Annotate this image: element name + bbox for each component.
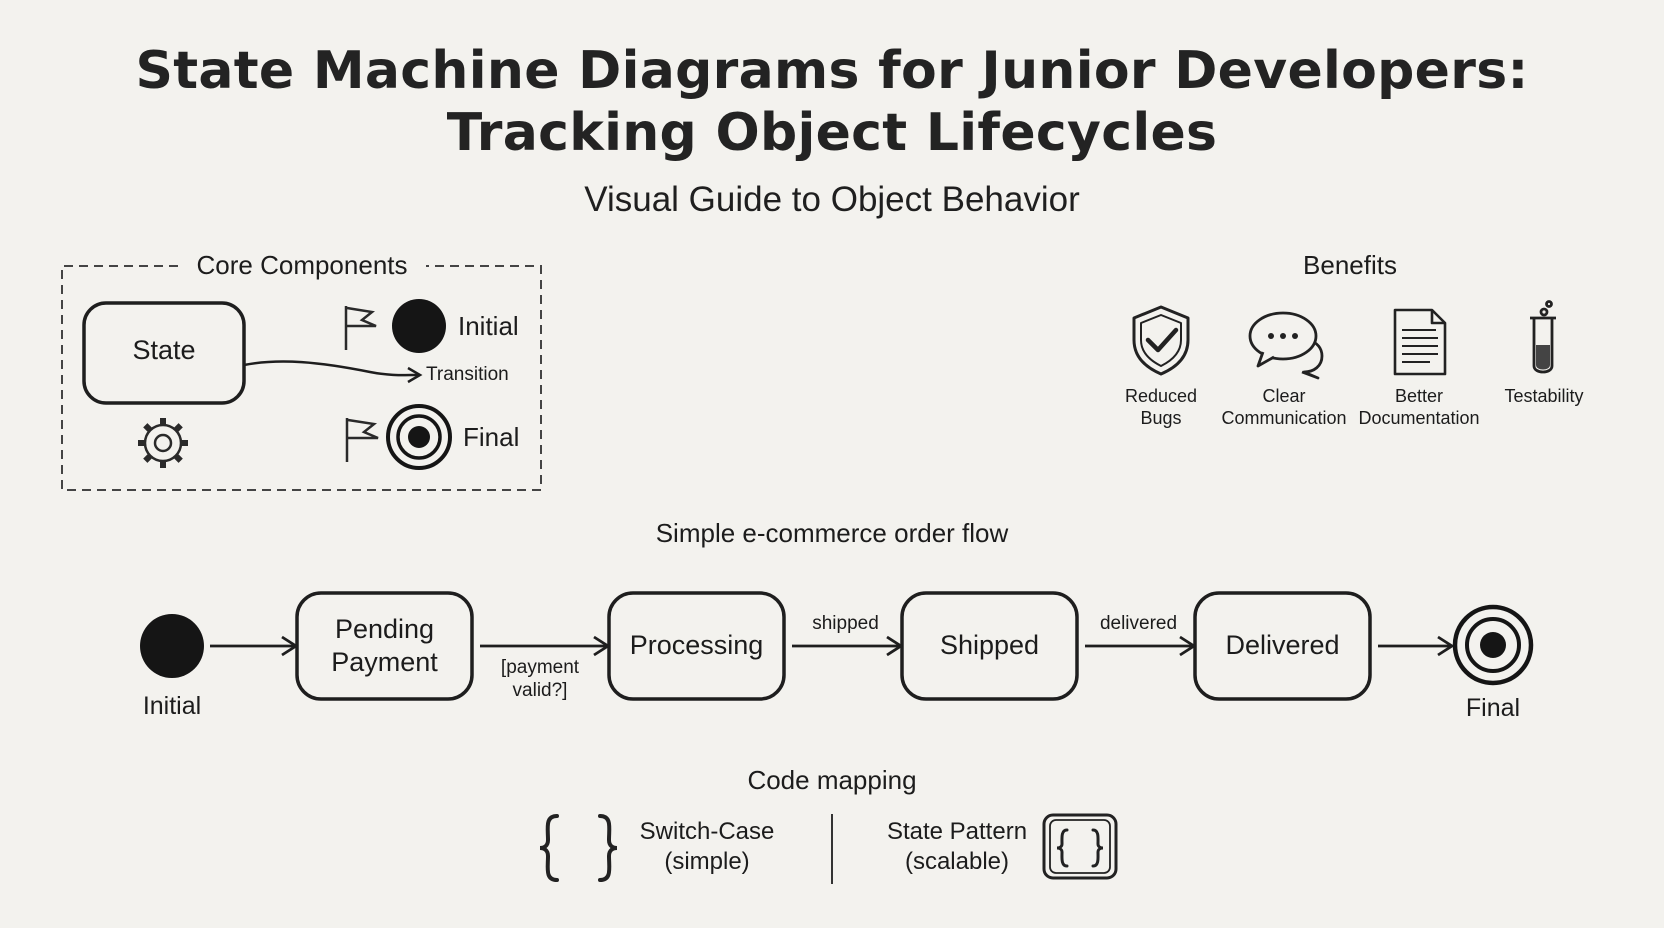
shield-check-icon [1132, 305, 1190, 376]
order-flow-heading: Simple e-commerce order flow [655, 518, 1009, 548]
flow-arrow-shipped-to-delivered [1085, 635, 1197, 657]
switch-case-label: Switch-Case(simple) [639, 818, 775, 875]
page-title-line-1: State Machine Diagrams for Junior Develo… [135, 41, 1529, 101]
initial-state-dot-sample [392, 299, 446, 353]
flow-arrow-initial-to-pending [210, 635, 299, 657]
test-tube-icon [1530, 300, 1556, 374]
gear-icon [138, 418, 188, 468]
flow-transition-label-delivered: delivered [1099, 613, 1178, 634]
core-components-heading: Core Components [196, 250, 408, 280]
document-icon [1393, 308, 1447, 376]
transition-sample-label: Transition [426, 364, 509, 385]
flow-initial-dot [140, 614, 204, 678]
curly-braces-icon [539, 814, 618, 882]
final-state-sample [386, 404, 452, 470]
boxed-braces-icon [1042, 813, 1118, 880]
final-sample-label: Final [463, 422, 520, 452]
state-box-sample [82, 301, 246, 405]
flow-arrow-processing-to-shipped [792, 635, 904, 657]
flow-state-label-delivered: Delivered [1225, 630, 1340, 660]
flow-transition-label-shipped: shipped [812, 613, 879, 634]
page-title-line-2: Tracking Object Lifecycles [446, 103, 1218, 163]
initial-sample-label: Initial [458, 311, 519, 341]
state-pattern-label: State Pattern(scalable) [886, 818, 1028, 875]
flag-icon [344, 306, 377, 350]
flow-final-label: Final [1465, 694, 1521, 722]
flow-initial-label: Initial [142, 692, 202, 720]
flow-state-label-shipped: Shipped [939, 630, 1040, 660]
flow-arrow-delivered-to-final [1378, 635, 1455, 657]
page-subtitle: Visual Guide to Object Behavior [584, 180, 1080, 219]
benefits-heading: Benefits [1303, 250, 1397, 280]
flow-arrow-pending-to-processing [480, 635, 611, 657]
flow-final-state [1452, 604, 1534, 686]
code-mapping-heading: Code mapping [747, 765, 917, 795]
core-components-frame [61, 265, 542, 491]
transition-arrow-sample [243, 360, 419, 377]
benefit-label-testability: Testability [1504, 386, 1584, 406]
flag-icon [345, 418, 379, 462]
state-sample-label: State [132, 335, 196, 365]
chat-bubbles-icon [1248, 311, 1324, 380]
flow-state-label-processing: Processing [629, 630, 764, 660]
